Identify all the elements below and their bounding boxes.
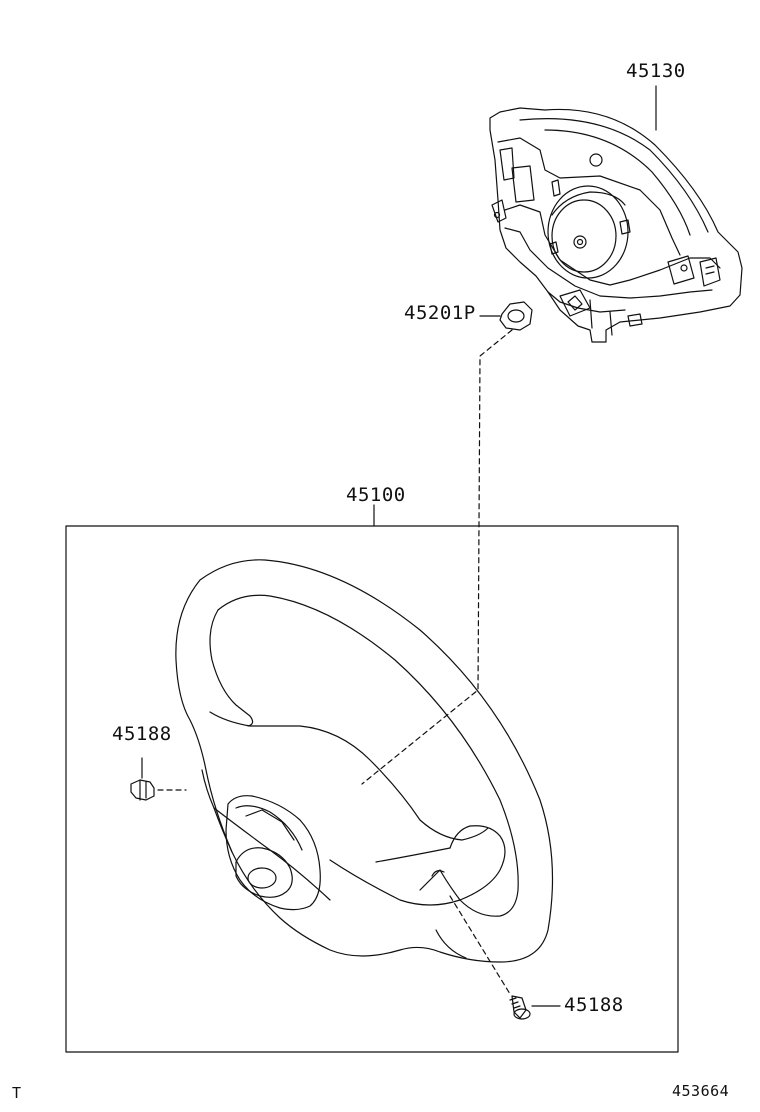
nut-drawing xyxy=(479,301,533,331)
part-label-45188-right: 45188 xyxy=(564,994,624,1016)
part-label-45100: 45100 xyxy=(346,484,406,506)
airbag-assembly-drawing xyxy=(489,85,743,343)
figure-code: 453664 xyxy=(672,1082,730,1100)
left-screw-drawing xyxy=(130,757,187,801)
part-label-45188-left: 45188 xyxy=(112,723,172,745)
right-screw-drawing xyxy=(449,895,561,1020)
corner-mark: T xyxy=(12,1084,22,1102)
nut-alignment-dashed-line xyxy=(361,329,513,785)
steering-wheel-drawing xyxy=(175,559,554,963)
part-label-45130: 45130 xyxy=(626,60,686,82)
part-label-45201p: 45201P xyxy=(404,302,476,324)
steering-wheel-group-box xyxy=(65,525,679,1053)
